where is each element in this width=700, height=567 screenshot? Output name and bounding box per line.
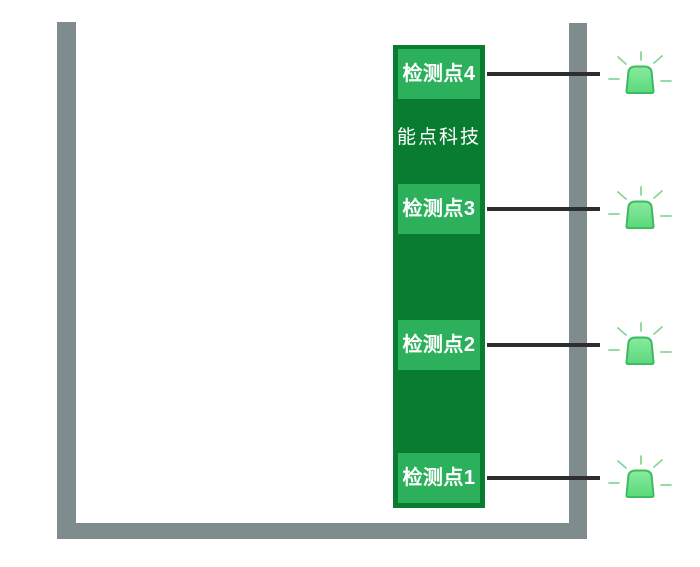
- connector-line-4: [487, 72, 600, 76]
- tank-wall-right: [569, 23, 587, 539]
- detection-point-4-label: 检测点4: [398, 49, 480, 99]
- connector-line-3: [487, 207, 600, 211]
- tank-wall-left: [57, 22, 76, 539]
- detection-point-1-label: 检测点1: [398, 453, 480, 503]
- indicator-light-icon: [608, 51, 672, 94]
- brand-text: 能点科技: [396, 127, 481, 148]
- indicator-light-icon: [608, 455, 672, 498]
- tank-wall-bottom: [57, 523, 587, 539]
- indicator-light-icon: [608, 186, 672, 229]
- detection-point-3-label: 检测点3: [398, 184, 480, 234]
- connector-line-2: [487, 343, 600, 347]
- sensor-column: 检测点4 能点科技 检测点3 检测点2 检测点1: [393, 45, 485, 508]
- detection-point-2-label: 检测点2: [398, 320, 480, 370]
- connector-line-1: [487, 476, 600, 480]
- indicator-light-icon: [608, 322, 672, 365]
